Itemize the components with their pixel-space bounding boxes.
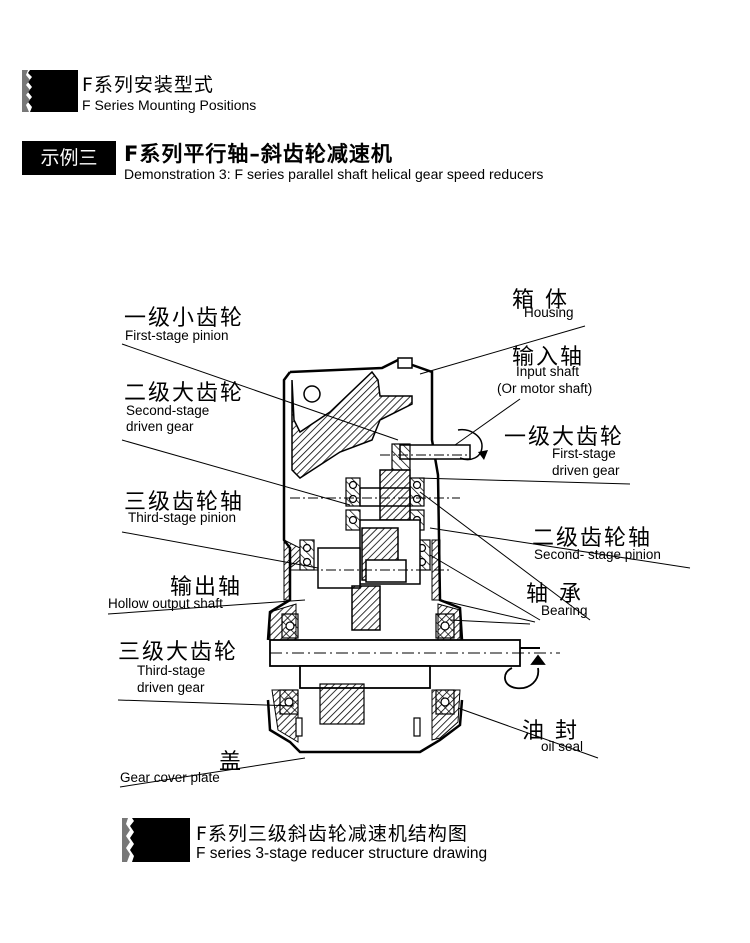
mounting-title-en: F Series Mounting Positions xyxy=(82,97,257,113)
footer-marker xyxy=(122,818,190,862)
housing-label-cn: 箱 体 xyxy=(512,288,569,313)
output-shaft xyxy=(269,639,560,690)
second-pinion-label-cn: 二级齿轮轴 xyxy=(532,526,653,551)
second-driven-label-en: Second-stage xyxy=(126,403,210,418)
first-pinion-label-en: First-stage pinion xyxy=(125,328,229,343)
second-driven-label-cn: 二级大齿轮 xyxy=(124,381,245,406)
header1-marker xyxy=(22,70,78,112)
first-driven-label-en: First-stage xyxy=(552,446,616,461)
output-shaft-label-cn: 输出轴 xyxy=(170,575,243,600)
gear-train xyxy=(317,469,421,631)
oil-seal-label-cn: 油 封 xyxy=(522,719,579,744)
cover-label-en: Gear cover plate xyxy=(120,770,220,785)
third-stage-gear xyxy=(319,683,365,725)
second-pinion-label-en: Second- stage pinion xyxy=(534,547,661,562)
first-pinion-label-cn: 一级小齿轮 xyxy=(124,306,245,331)
housing-wall xyxy=(291,370,413,479)
housing-label-en: Housing xyxy=(524,305,574,320)
second-driven-label-en2: driven gear xyxy=(126,419,194,434)
output-shaft-label-en: Hollow output shaft xyxy=(108,596,223,611)
input-shaft-label-en2: (Or motor shaft) xyxy=(497,381,593,396)
first-driven-label-cn: 一级大齿轮 xyxy=(504,425,625,450)
third-pinion-label-en: Third-stage pinion xyxy=(128,510,237,525)
bearing-label-en: Bearing xyxy=(541,603,588,618)
drawing-caption-en: F series 3-stage reducer structure drawi… xyxy=(196,845,488,862)
third-driven-label-en2: driven gear xyxy=(137,680,205,695)
demo-title-cn: F系列平行轴–斜齿轮减速机 xyxy=(124,142,393,166)
input-shaft xyxy=(391,428,488,471)
third-pinion-label-cn: 三级齿轮轴 xyxy=(124,490,245,515)
mounting-title-cn: F系列安装型式 xyxy=(82,74,214,96)
third-driven-label-cn: 三级大齿轮 xyxy=(118,640,239,665)
first-driven-label-en2: driven gear xyxy=(552,463,620,478)
input-shaft-label-cn: 输入轴 xyxy=(512,345,585,370)
leader-lines xyxy=(107,325,691,788)
drawing-caption-cn: F系列三级斜齿轮减速机结构图 xyxy=(196,823,468,845)
bearing-label-cn: 轴 承 xyxy=(526,582,583,607)
third-driven-label-en: Third-stage xyxy=(137,663,206,678)
demo-title-en: Demonstration 3: F series parallel shaft… xyxy=(124,166,544,182)
lower-bearings xyxy=(279,613,455,715)
demo-badge: 示例三 xyxy=(22,141,116,175)
oil-seal-label-en: oil seal xyxy=(541,739,584,754)
torn-block-icon xyxy=(22,70,78,112)
input-shaft-label-en: Input shaft xyxy=(516,364,580,379)
cover-label-cn: 盖 xyxy=(219,750,244,775)
